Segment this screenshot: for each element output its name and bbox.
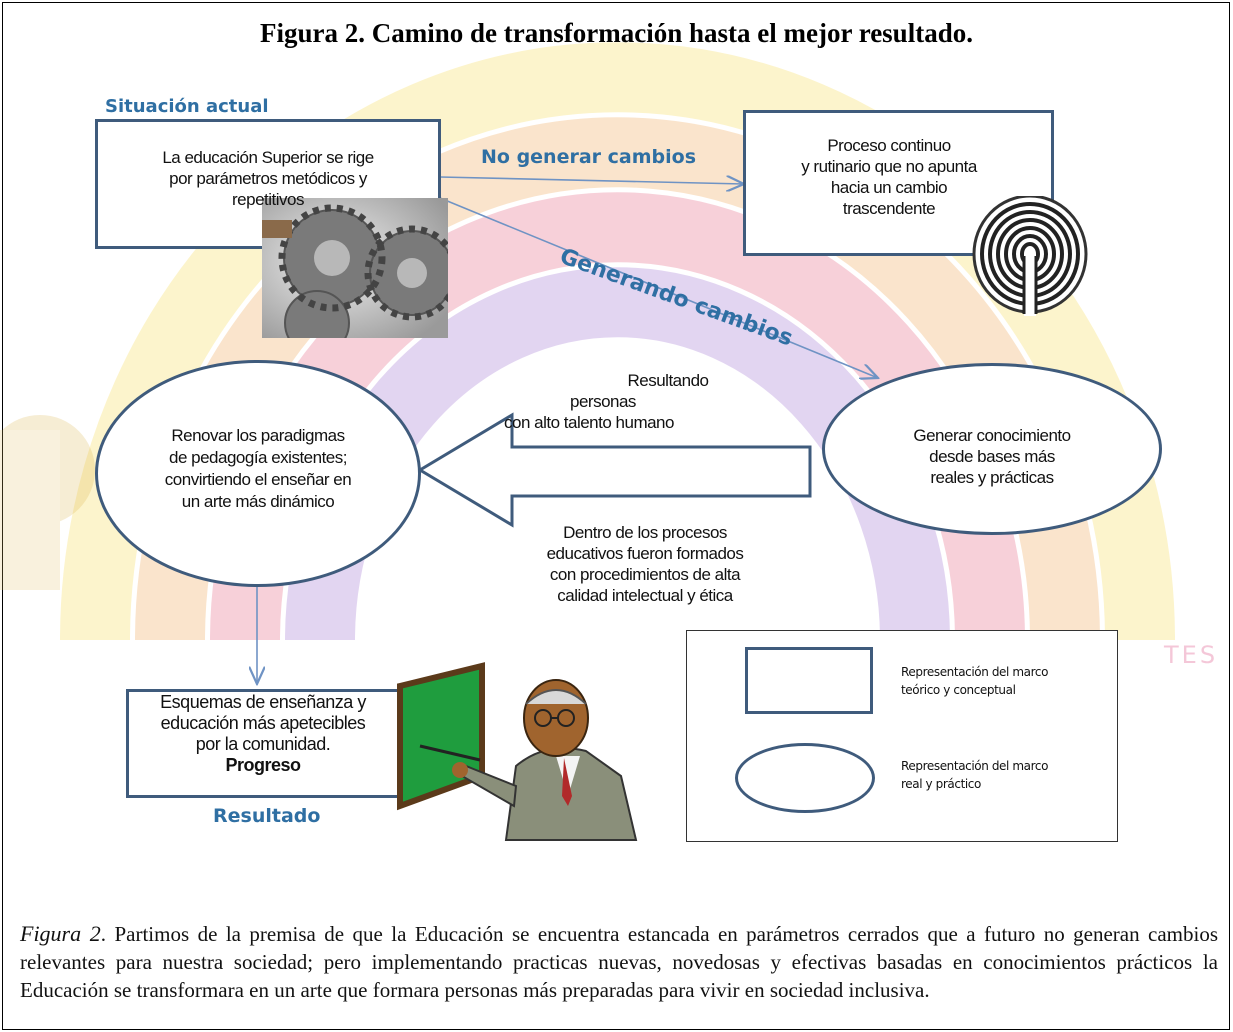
legend-rect-line-1: Representación del marco — [901, 665, 1049, 679]
resultando-text: Resultando personas con alto talento hum… — [498, 370, 798, 433]
legend-rect-line-2: teórico y conceptual — [901, 683, 1016, 697]
renovar-text: Renovar los paradigmas de pedagogía exis… — [110, 425, 406, 513]
proceso-line-2: y rutinario que no apunta — [801, 157, 977, 176]
situacion-label: Situación actual — [105, 96, 269, 117]
proceso-line-4: trascendente — [842, 199, 936, 218]
generar-line-3: reales y prácticas — [930, 468, 1054, 487]
legend-ellipse-line-2: real y práctico — [901, 777, 981, 791]
no-cambios-arrow — [439, 177, 744, 184]
esquemas-progreso: Progreso — [225, 755, 301, 775]
renovar-line-4: un arte más dinámico — [181, 492, 335, 511]
resultando-line-2: personas — [570, 392, 636, 411]
legend-rect-swatch — [745, 647, 873, 714]
renovar-ellipse — [95, 360, 421, 587]
gears-image-icon — [262, 198, 448, 338]
figure-caption: Figura 2. Partimos de la premisa de que … — [20, 920, 1218, 1004]
dentro-text: Dentro de los procesos educativos fueron… — [500, 522, 790, 606]
generar-line-1: Generar conocimiento — [913, 426, 1071, 445]
watermark-tes: TES — [1164, 641, 1219, 669]
legend-ellipse-line-1: Representación del marco — [901, 759, 1049, 773]
esquemas-line-1: Esquemas de enseñanza y — [160, 692, 366, 712]
esquemas-line-3: por la comunidad. — [195, 734, 331, 754]
legend-ellipse-swatch — [735, 743, 875, 813]
proceso-line-1: Proceso continuo — [827, 136, 951, 155]
teacher-clipart-icon — [397, 662, 638, 841]
renovar-line-1: Renovar los paradigmas — [171, 426, 345, 445]
esquemas-line-2: educación más apetecibles — [160, 713, 366, 733]
labyrinth-image-icon — [972, 196, 1088, 316]
legend-box: Representación del marco teórico y conce… — [686, 630, 1118, 842]
situacion-text: La educación Superior se rige por paráme… — [108, 147, 428, 210]
generar-text: Generar conocimiento desde bases más rea… — [862, 425, 1122, 488]
renovar-line-3: convirtiendo el enseñar en — [164, 470, 352, 489]
generando-arrow — [439, 197, 878, 378]
dentro-line-2: educativos fueron formados — [546, 544, 744, 563]
resultado-label: Resultado — [213, 805, 321, 827]
esquemas-box — [126, 689, 400, 798]
legend-rect-text: Representación del marco teórico y conce… — [901, 663, 1048, 699]
situacion-line-3: repetitivos — [232, 190, 304, 209]
renovar-line-2: de pedagogía existentes; — [169, 448, 347, 467]
esquemas-text: Esquemas de enseñanza y educación más ap… — [130, 692, 396, 776]
generar-ellipse — [822, 363, 1162, 535]
dentro-line-4: calidad intelectual y ética — [557, 586, 733, 605]
dentro-line-1: Dentro de los procesos — [563, 523, 727, 542]
situacion-line-2: por parámetros metódicos y — [169, 169, 367, 188]
figure-title: Figura 2. Camino de transformación hasta… — [260, 18, 973, 48]
legend-ellipse-text: Representación del marco real y práctico — [901, 757, 1048, 793]
proceso-line-3: hacia un cambio — [830, 178, 948, 197]
resultando-line-1: Resultando — [627, 371, 709, 390]
situacion-line-1: La educación Superior se rige — [162, 148, 374, 167]
proceso-text: Proceso continuo y rutinario que no apun… — [758, 135, 1020, 219]
caption-text: . Partimos de la premisa de que la Educa… — [20, 922, 1218, 1002]
generar-line-2: desde bases más — [929, 447, 1055, 466]
big-left-arrow — [417, 412, 812, 528]
dentro-line-3: con procedimientos de alta — [549, 565, 741, 584]
no-cambios-label: No generar cambios — [481, 146, 697, 168]
caption-figure-ref: Figura 2 — [20, 921, 101, 946]
resultando-line-3: con alto talento humano — [504, 413, 674, 432]
